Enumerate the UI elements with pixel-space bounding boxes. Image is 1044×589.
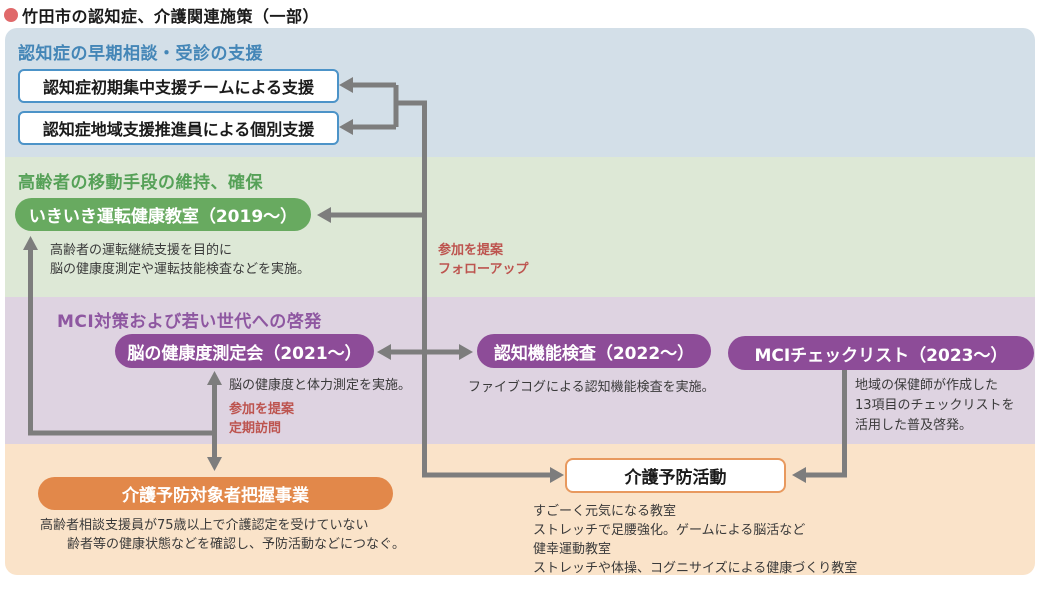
initial-intensive-support-team-box: 認知症初期集中支援チームによる支援	[18, 69, 339, 103]
brain-health-desc: 脳の健康度と体力測定を実施。	[229, 378, 412, 393]
page-title: 竹田市の認知症、介護関連施策（一部）	[4, 4, 319, 26]
activity-item-2: ストレッチで足腰強化。ゲームによる脳活など	[533, 523, 806, 538]
mci-header: MCI対策および若い世代への啓発	[57, 312, 322, 332]
community-support-promoter-box: 認知症地域支援推進員による個別支援	[18, 111, 339, 145]
mci-desc-line2: 13項目のチェックリストを	[855, 398, 1015, 413]
activity-item-3: 健幸運動教室	[533, 542, 612, 557]
cognitive-function-test-pill: 認知機能検査（2022〜）	[477, 334, 711, 368]
brain-health-measurement-pill: 脳の健康度測定会（2021〜）	[115, 334, 374, 368]
care-prevention-target-program-pill: 介護予防対象者把握事業	[38, 477, 393, 510]
followup-annotation: 参加を提案 フォローアップ	[438, 241, 528, 279]
mobility-header: 高齢者の移動手段の維持、確保	[18, 173, 263, 193]
activity-item-4: ストレッチや体操、コグニサイズによる健康づくり教室	[533, 561, 858, 576]
visit-line1: 参加を提案	[229, 402, 295, 417]
cognitive-test-desc: ファイブコグによる認知機能検査を実施。	[468, 380, 715, 395]
driving-desc-line2: 脳の健康度測定や運転技能検査などを実施。	[50, 262, 311, 277]
care-prevention-activity-box: 介護予防活動	[565, 458, 786, 493]
followup-line1: 参加を提案	[438, 243, 504, 258]
visit-line2: 定期訪問	[229, 421, 282, 436]
driving-desc-line1: 高齢者の運転継続支援を目的に	[50, 243, 233, 258]
periodic-visit-annotation: 参加を提案 定期訪問	[229, 400, 294, 438]
page-title-text: 竹田市の認知症、介護関連施策（一部）	[22, 7, 320, 26]
early-consultation-header: 認知症の早期相談・受診の支援	[18, 44, 263, 64]
care-prevention-desc: 高齢者相談支援員が75歳以上で介護認定を受けていない 齢者等の健康状態などを確認…	[40, 516, 405, 554]
mci-checklist-pill: MCIチェックリスト（2023〜）	[728, 336, 1034, 370]
title-bullet-icon	[4, 8, 18, 22]
mci-desc-line3: 活用した普及啓発。	[855, 418, 973, 433]
activity-item-1: すごーく元気になる教室	[533, 504, 677, 519]
prevention-desc-line1: 高齢者相談支援員が75歳以上で介護認定を受けていない	[40, 518, 369, 533]
mci-desc-line1: 地域の保健師が作成した	[855, 378, 999, 393]
driving-health-class-pill: いきいき運転健康教室（2019〜）	[15, 198, 311, 231]
mci-checklist-desc: 地域の保健師が作成した 13項目のチェックリストを 活用した普及啓発。	[855, 376, 1015, 436]
activity-list: すごーく元気になる教室 ストレッチで足腰強化。ゲームによる脳活など 健幸運動教室…	[533, 502, 857, 578]
driving-health-class-desc: 高齢者の運転継続支援を目的に 脳の健康度測定や運転技能検査などを実施。	[50, 241, 310, 279]
prevention-desc-line2: 齢者等の健康状態などを確認し、予防活動などにつなぐ。	[67, 537, 406, 552]
followup-line2: フォローアップ	[438, 262, 529, 277]
